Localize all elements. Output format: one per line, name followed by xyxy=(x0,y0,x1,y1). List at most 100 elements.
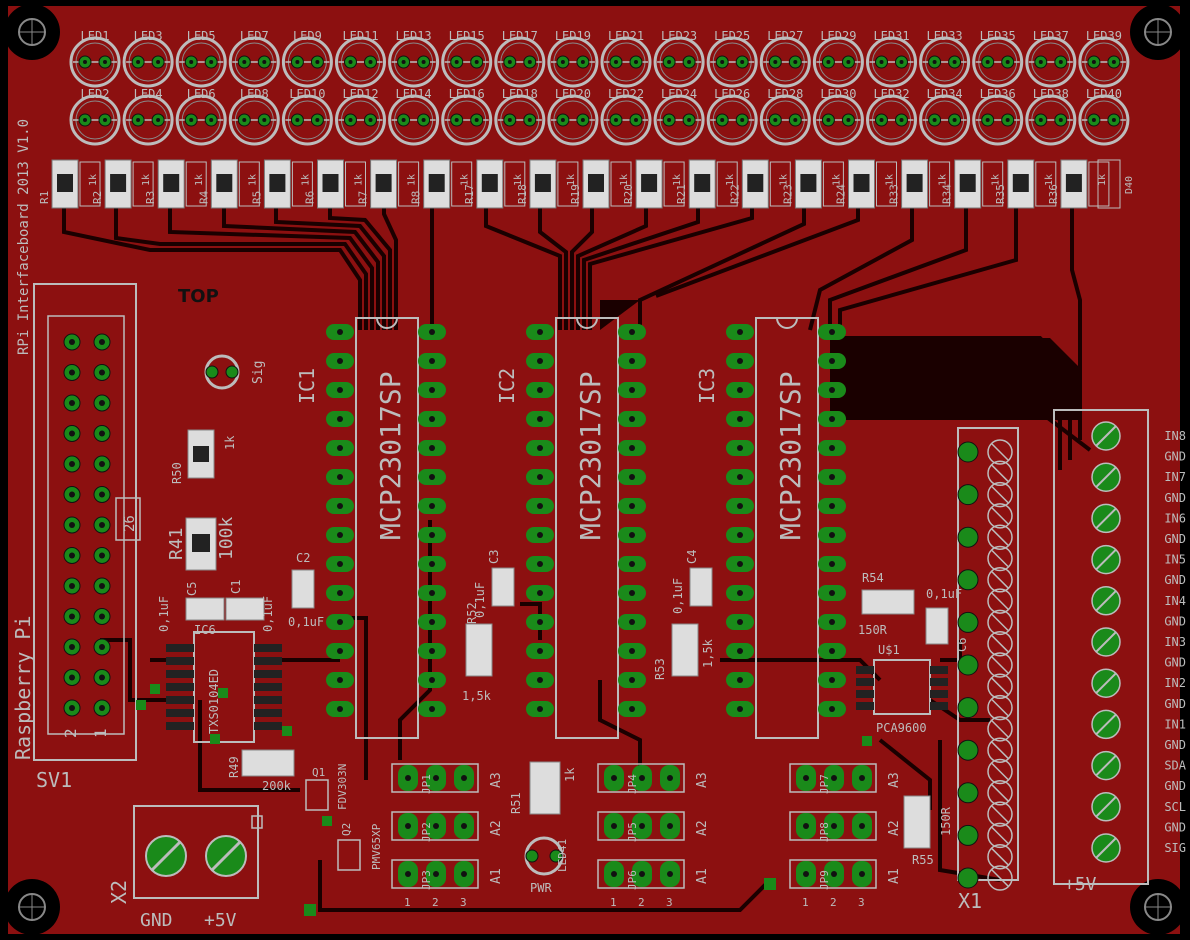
jumper[interactable] xyxy=(391,811,479,841)
r52-value: 1,5k xyxy=(462,689,492,703)
jumper[interactable] xyxy=(789,763,877,793)
c3-name: C3 xyxy=(487,550,501,564)
terminal-label: SDA xyxy=(1164,759,1186,773)
ic-name: IC2 xyxy=(495,368,519,404)
terminal-pad xyxy=(957,867,979,889)
resistor xyxy=(794,159,844,209)
copper-trace xyxy=(114,200,368,330)
copper-trace xyxy=(576,200,648,330)
resistor-label: R33 xyxy=(888,184,901,204)
led xyxy=(653,94,705,146)
r54-name: R54 xyxy=(862,571,884,585)
jumper-name: JP9 xyxy=(818,870,831,890)
c3-value: 0,1uF xyxy=(473,582,487,618)
led xyxy=(69,36,121,88)
jumper[interactable] xyxy=(391,763,479,793)
led-label: LED15 xyxy=(449,29,485,43)
led-label: LED7 xyxy=(240,29,269,43)
jumper-name: JP8 xyxy=(818,822,831,842)
terminal-label: IN4 xyxy=(1164,594,1186,608)
terminal-pad xyxy=(957,526,979,548)
jumper-addr: A3 xyxy=(695,772,710,788)
resistor-value: 1k xyxy=(566,174,577,186)
r49-resistor: R49 200k xyxy=(227,749,295,793)
terminal-screw-icon xyxy=(987,524,1013,550)
led-label: LED5 xyxy=(187,29,216,43)
led xyxy=(547,36,599,88)
jumper-name: JP2 xyxy=(420,822,433,842)
u1-part: PCA9600 xyxy=(876,721,927,735)
jumper[interactable] xyxy=(597,763,685,793)
jumper[interactable] xyxy=(789,811,877,841)
resistor-value: 1k xyxy=(778,174,789,186)
version-text: RPi Interfaceboard 2013 V1.0 xyxy=(16,119,32,355)
terminal-label: GND xyxy=(1164,820,1186,834)
terminal-pad xyxy=(957,739,979,761)
resistor-label: R1 xyxy=(38,191,51,204)
led-label: LED4 xyxy=(134,87,163,101)
terminal-screw-icon xyxy=(987,694,1013,721)
led xyxy=(759,36,811,88)
resistor-value: 1k xyxy=(885,174,896,186)
mounting-hole-icon xyxy=(1130,4,1186,60)
terminal-label: GND xyxy=(1164,573,1186,587)
jumper-pin-number: 3 xyxy=(858,896,865,909)
jumper[interactable] xyxy=(391,859,479,889)
r41-resistor: R41 100k xyxy=(166,516,237,571)
resistor-label: R6 xyxy=(304,191,317,204)
r50-name: R50 xyxy=(170,462,184,484)
resistor-label: R36 xyxy=(1047,184,1060,204)
resistor-value: 1k xyxy=(88,174,99,186)
led-label: LED36 xyxy=(980,87,1016,101)
copper-trace xyxy=(588,200,754,330)
r54-value: 150R xyxy=(858,623,888,637)
led-label: LED22 xyxy=(608,87,644,101)
resistor-value: 1k xyxy=(300,174,311,186)
led xyxy=(1025,94,1077,146)
led xyxy=(547,94,599,146)
led-label: LED21 xyxy=(608,29,644,43)
copper-trace xyxy=(1070,200,1082,430)
jumper-name: JP3 xyxy=(420,870,433,890)
jumper[interactable] xyxy=(597,811,685,841)
led-label: LED29 xyxy=(820,29,856,43)
led xyxy=(972,94,1024,146)
terminal-label: SCL xyxy=(1164,800,1186,814)
jumper[interactable] xyxy=(597,859,685,889)
ic-name: IC1 xyxy=(295,368,319,404)
jumper-name: JP5 xyxy=(626,822,639,842)
terminal-label: GND xyxy=(1164,491,1186,505)
terminal-screw-icon xyxy=(987,737,1013,763)
led-label: LED30 xyxy=(820,87,856,101)
r52-name: R52 xyxy=(465,602,479,624)
led xyxy=(600,94,652,146)
resistor xyxy=(954,159,1004,209)
resistor xyxy=(1060,159,1110,209)
led-label: LED9 xyxy=(293,29,322,43)
r54-resistor: R54 150R xyxy=(858,571,915,637)
led xyxy=(866,36,917,88)
led-label: LED6 xyxy=(187,87,216,101)
led xyxy=(706,36,758,88)
terminal-label: SIG xyxy=(1164,841,1186,855)
terminal-screw-icon xyxy=(987,716,1013,742)
sv1-pin-label: 2 xyxy=(61,728,80,738)
copper-trace xyxy=(318,860,772,912)
q1-name: Q1 xyxy=(312,766,325,779)
led xyxy=(175,36,227,88)
copper-trace xyxy=(222,200,380,330)
jumper[interactable] xyxy=(789,859,877,889)
jumper-addr: A2 xyxy=(887,820,902,836)
led xyxy=(866,94,917,146)
terminal-screw-icon xyxy=(987,588,1013,614)
led xyxy=(122,36,174,88)
led-label: LED19 xyxy=(555,29,591,43)
copper-trace xyxy=(198,700,300,792)
resistor-value: 1k xyxy=(672,174,683,186)
led-label: LED32 xyxy=(873,87,909,101)
led xyxy=(281,94,333,146)
jumper-pin-number: 2 xyxy=(432,896,439,909)
resistor xyxy=(582,159,632,209)
ic-name: IC3 xyxy=(695,368,719,404)
